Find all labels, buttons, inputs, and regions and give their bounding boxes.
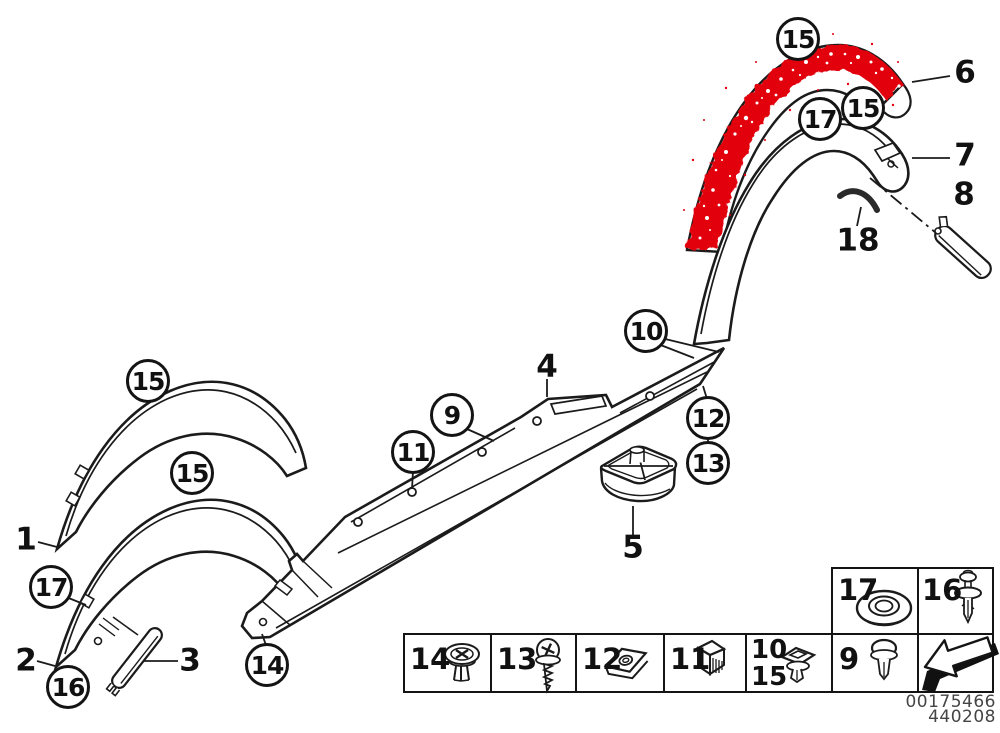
label-part7[interactable]: 7 <box>954 137 976 174</box>
callout-14-sill-end[interactable]: 14 <box>245 643 289 687</box>
direction-arrow-icon <box>922 636 999 692</box>
callout-16-front-left-arch[interactable]: 16 <box>46 665 90 709</box>
callout-15-front-left-arch[interactable]: 15 <box>170 451 214 495</box>
expansion-nut-icon <box>695 639 727 676</box>
callout-13-sill[interactable]: 13 <box>686 441 730 485</box>
legend-number-11[interactable]: 11 <box>670 642 711 676</box>
speed-nut-icon <box>603 647 649 680</box>
strip-part18 <box>837 188 880 213</box>
side-marker-lamp-part3 <box>105 627 163 697</box>
legend-number-9[interactable]: 9 <box>839 642 860 676</box>
legend-number-17[interactable]: 17 <box>838 573 879 607</box>
expanding-rivet-icon <box>444 643 480 682</box>
red-highlight <box>687 45 903 250</box>
expanding-rivet-dome-icon <box>870 638 898 681</box>
label-part3[interactable]: 3 <box>179 642 201 679</box>
screw-icon <box>535 638 561 694</box>
callout-12-sill[interactable]: 12 <box>686 396 730 440</box>
retainer-clip-icon <box>779 646 817 684</box>
callout-9-sill[interactable]: 9 <box>430 393 474 437</box>
legend-number-10[interactable]: 10 <box>751 635 788 665</box>
blind-rivet-icon <box>954 569 982 625</box>
label-part4[interactable]: 4 <box>536 348 558 385</box>
wheel-arch-trim-part1 <box>54 380 308 553</box>
legend-number-13[interactable]: 13 <box>497 642 538 676</box>
legend-number-15[interactable]: 15 <box>751 662 788 692</box>
legend-number-16[interactable]: 16 <box>922 573 963 607</box>
legend-number-12[interactable]: 12 <box>582 642 623 676</box>
callout-11-sill[interactable]: 11 <box>391 430 435 474</box>
drawing-number: 440208 <box>928 707 996 727</box>
lamp-leader-line <box>112 616 139 636</box>
callout-15-rear-right-arch[interactable]: 15 <box>841 86 885 130</box>
grommet-icon <box>855 589 913 627</box>
leader-lines <box>36 75 951 667</box>
label-part18[interactable]: 18 <box>836 222 880 259</box>
highlight-speckles <box>698 52 901 240</box>
legend-number-14[interactable]: 14 <box>410 642 451 676</box>
label-part1[interactable]: 1 <box>15 521 37 558</box>
document-number: 00175466 <box>905 692 996 712</box>
jack-pad-part5 <box>599 445 678 503</box>
label-part5[interactable]: 5 <box>622 529 644 566</box>
callout-17-rear-right-arch[interactable]: 17 <box>798 97 842 141</box>
callout-15-top-arch[interactable]: 15 <box>776 17 820 61</box>
callout-15-rear-left-arch[interactable]: 15 <box>126 359 170 403</box>
label-part6[interactable]: 6 <box>954 54 976 91</box>
sill-trim-part4 <box>240 346 726 640</box>
label-part8[interactable]: 8 <box>953 176 975 213</box>
label-part2[interactable]: 2 <box>15 642 37 679</box>
end-bracket-part8 <box>934 215 992 280</box>
callout-17-front-left-arch[interactable]: 17 <box>29 565 73 609</box>
callout-10-sill[interactable]: 10 <box>624 309 668 353</box>
